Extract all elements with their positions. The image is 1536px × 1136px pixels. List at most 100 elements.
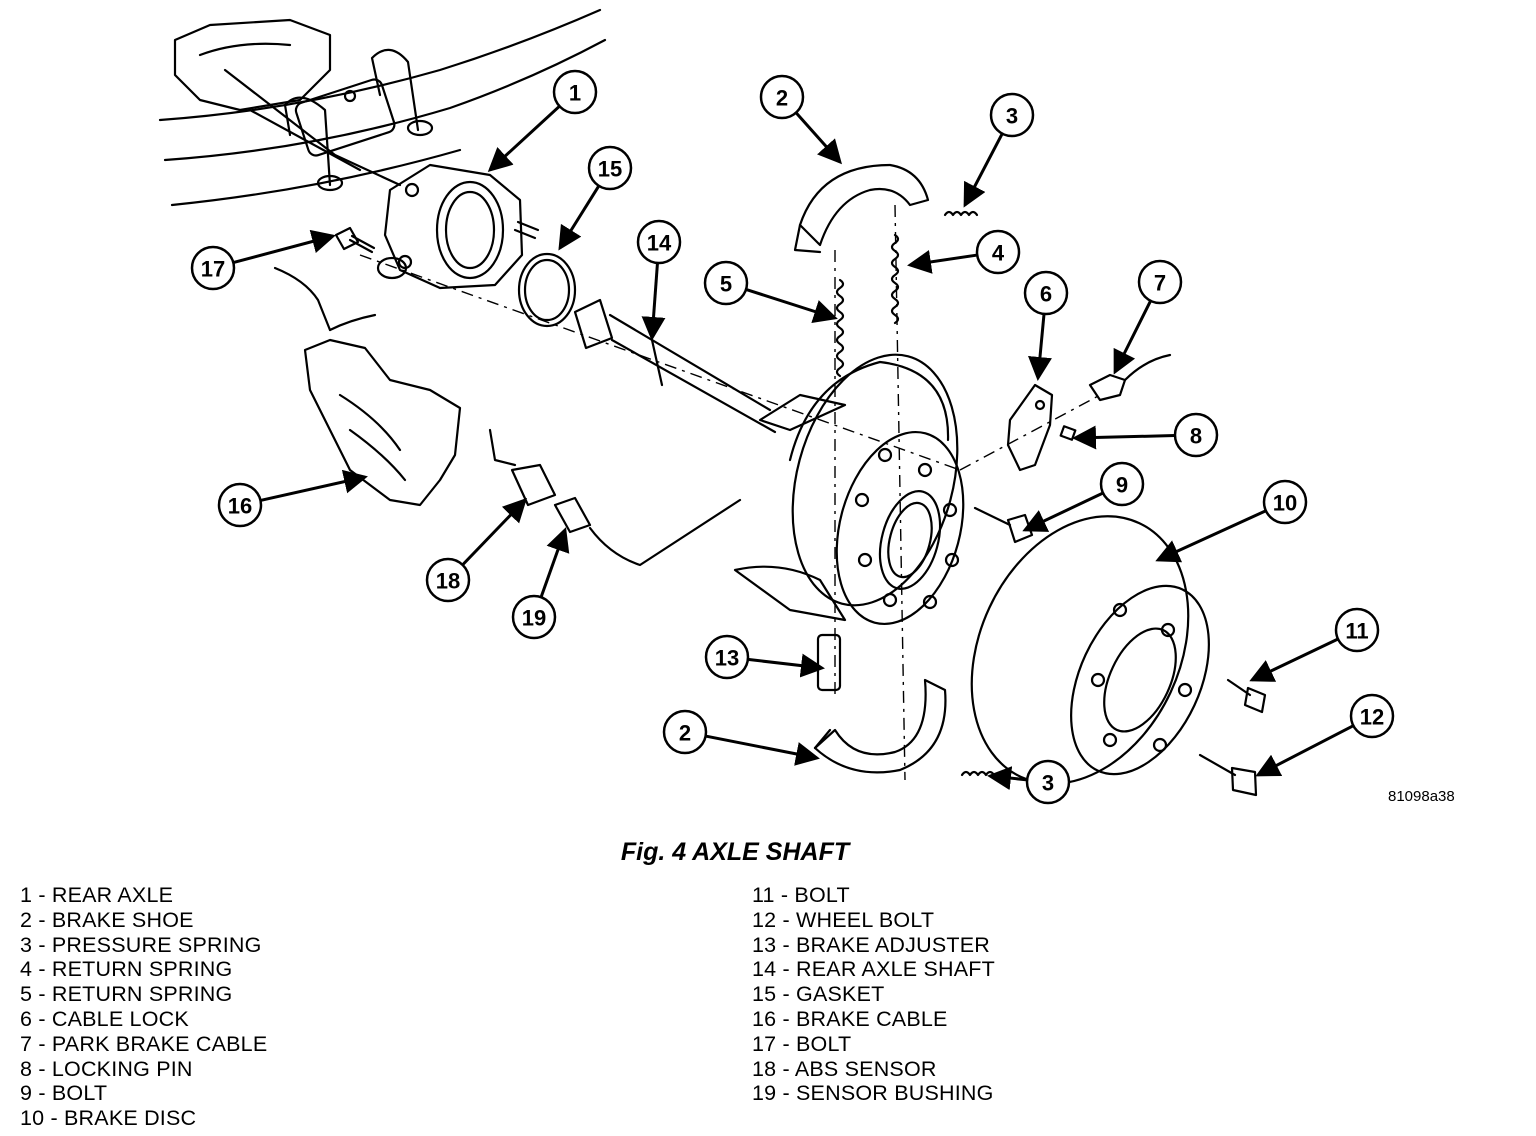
- legend-left-column: 1 - REAR AXLE 2 - BRAKE SHOE 3 - PRESSUR…: [20, 883, 267, 1131]
- callout-circle-2: [759, 74, 805, 120]
- callout-circle-3: [1025, 759, 1071, 805]
- callout-number-2: 2: [776, 86, 788, 111]
- legend-item: 14 - REAR AXLE SHAFT: [752, 957, 995, 982]
- callout-circle-7: [1137, 259, 1183, 305]
- legend-item: 6 - CABLE LOCK: [20, 1006, 189, 1031]
- gasket-ring: [517, 252, 577, 328]
- legend-item: 2 - BRAKE SHOE: [20, 907, 194, 932]
- return-spring-5: [835, 278, 845, 378]
- assembly-centerline: [359, 254, 961, 471]
- sensor-bushing: [553, 496, 742, 567]
- legend-item: 10 - BRAKE DISC: [20, 1106, 197, 1131]
- pressure-spring-lower: [960, 770, 996, 777]
- park-brake-cable: [1088, 353, 1172, 402]
- brake-cable-assembly: [273, 266, 462, 507]
- callout-leader-6: [1028, 313, 1052, 381]
- callout-number-9: 9: [1116, 473, 1128, 498]
- legend-item: 8 - LOCKING PIN: [20, 1056, 193, 1081]
- u-bolt-right: [370, 48, 434, 137]
- axle-housing: [173, 18, 402, 187]
- rear-axle-flange: [376, 163, 540, 290]
- locking-pin: [1059, 425, 1077, 441]
- legend-item: 5 - RETURN SPRING: [20, 982, 233, 1007]
- legend-item: 17 - BOLT: [752, 1031, 852, 1056]
- callout-leader-16: [260, 469, 368, 502]
- callout-circle-9: [1099, 461, 1145, 507]
- callout-circle-8: [1173, 412, 1219, 458]
- callout-number-6: 6: [1040, 282, 1052, 307]
- abs-sensor: [488, 428, 557, 507]
- callout-circle-12: [1349, 693, 1395, 739]
- callout-circle-13: [704, 634, 750, 680]
- axle-hub: [835, 430, 965, 626]
- legend-item: 16 - BRAKE CABLE: [752, 1006, 948, 1031]
- callout-circle-17: [190, 245, 236, 291]
- brake-adjuster: [816, 633, 842, 692]
- bolt-11: [1226, 678, 1267, 714]
- callout-circle-14: [636, 219, 682, 265]
- callout-circle-16: [217, 482, 263, 528]
- callout-leader-17: [232, 229, 336, 265]
- callout-number-3: 3: [1006, 104, 1018, 129]
- callout-leader-13: [747, 653, 825, 678]
- legend-item: 4 - RETURN SPRING: [20, 957, 233, 982]
- callout-circle-15: [587, 145, 633, 191]
- legend-item: 18 - ABS SENSOR: [752, 1056, 937, 1081]
- callout-circle-6: [1023, 270, 1069, 316]
- brake-disc: [970, 515, 1210, 785]
- callout-number-18: 18: [436, 569, 460, 594]
- bolt-9: [973, 506, 1034, 544]
- callout-circle-19: [511, 594, 557, 640]
- callout-circle-3: [989, 92, 1035, 138]
- callout-leader-4: [907, 250, 978, 274]
- callout-number-5: 5: [720, 272, 732, 297]
- callout-leader-2: [794, 111, 842, 165]
- callout-number-3: 3: [1042, 771, 1054, 796]
- callout-circle-11: [1334, 607, 1380, 653]
- callout-number-1: 1: [569, 81, 581, 106]
- legend-item: 11 - BOLT: [752, 883, 850, 907]
- legend-item: 3 - PRESSURE SPRING: [20, 932, 262, 957]
- callout-leader-3: [987, 766, 1028, 791]
- callout-circle-5: [703, 260, 749, 306]
- bolt-17: [334, 226, 376, 254]
- legend-item: 7 - PARK BRAKE CABLE: [20, 1031, 268, 1056]
- figure-code: 81098a38: [1388, 788, 1455, 805]
- callout-number-7: 7: [1154, 271, 1166, 296]
- brake-backing-plate: [733, 353, 959, 622]
- legend-item: 9 - BOLT: [20, 1081, 108, 1106]
- callout-circle-1: [552, 69, 598, 115]
- callout-number-11: 11: [1345, 619, 1368, 644]
- callout-number-4: 4: [992, 241, 1005, 266]
- callout-number-12: 12: [1360, 705, 1384, 730]
- callout-number-8: 8: [1190, 424, 1202, 449]
- callout-leader-9: [1022, 491, 1104, 532]
- callout-number-10: 10: [1273, 491, 1297, 516]
- legend-item: 1 - REAR AXLE: [20, 883, 174, 907]
- legend-right-column: 11 - BOLT 12 - WHEEL BOLT 13 - BRAKE ADJ…: [752, 883, 995, 1106]
- callout-leader-3: [963, 132, 1004, 208]
- callout-leader-5: [745, 287, 838, 324]
- cable-lock: [1006, 383, 1054, 472]
- callout-number-14: 14: [647, 231, 672, 256]
- return-spring-4: [890, 233, 900, 325]
- callout-leader-2: [705, 734, 820, 766]
- legend-item: 13 - BRAKE ADJUSTER: [752, 932, 990, 957]
- figure-caption: Fig. 4 AXLE SHAFT: [620, 838, 850, 866]
- callout-number-17: 17: [201, 257, 225, 282]
- callout-number-13: 13: [715, 646, 739, 671]
- callout-leader-10: [1155, 509, 1267, 563]
- legend-item: 19 - SENSOR BUSHING: [752, 1081, 994, 1106]
- rear-axle-shaft: [573, 298, 847, 434]
- callout-circle-4: [975, 229, 1021, 275]
- wheel-bolt-12: [1198, 753, 1258, 797]
- callout-number-2: 2: [679, 721, 691, 746]
- gasket-ring-inner: [523, 258, 571, 322]
- callout-leader-12: [1255, 724, 1355, 777]
- callout-leader-18: [461, 497, 528, 566]
- callout-circle-18: [425, 557, 471, 603]
- callout-circle-10: [1262, 479, 1308, 525]
- callout-leader-11: [1249, 637, 1339, 682]
